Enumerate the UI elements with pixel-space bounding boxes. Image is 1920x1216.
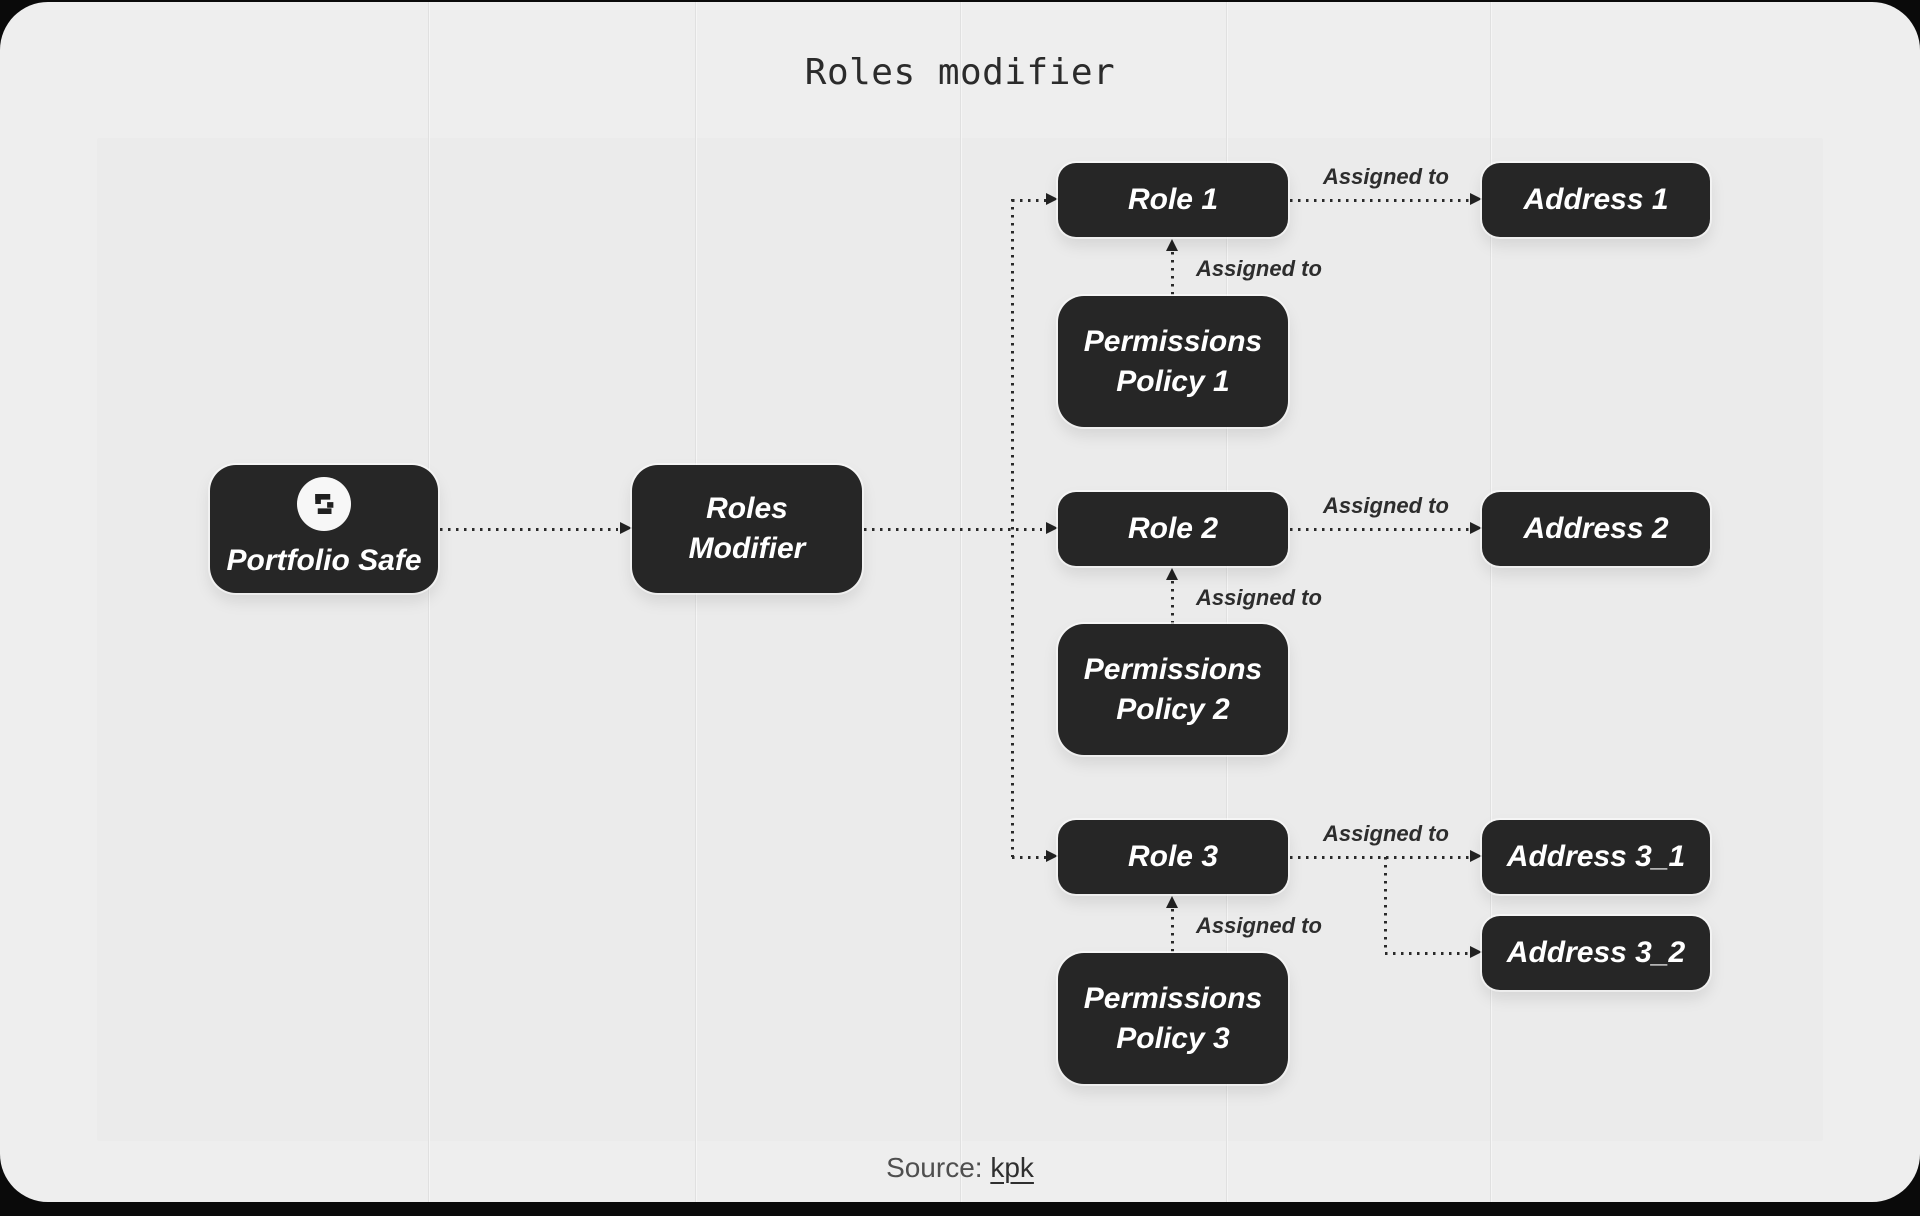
node-address-3-2: Address 3_2	[1482, 916, 1710, 990]
connector-trunk-vertical	[1011, 199, 1014, 857]
arrowhead-icon	[1046, 850, 1058, 862]
edge-label-assigned-to: Assigned to	[1323, 821, 1449, 846]
source-label: Source:	[886, 1152, 983, 1183]
connector-safe-to-modifier	[440, 528, 618, 531]
source-link-kpk[interactable]: kpk	[990, 1152, 1034, 1183]
connector-modifier-to-role2	[864, 528, 1042, 531]
arrowhead-icon	[1470, 522, 1482, 534]
node-label: Portfolio Safe	[226, 544, 422, 577]
connector-trunk-to-role3	[1012, 856, 1046, 859]
node-label-line1: Permissions	[1083, 981, 1263, 1015]
grid-line-vertical	[1226, 2, 1228, 1202]
node-label: Address 1	[1523, 183, 1669, 216]
node-permissions-policy-3: Permissions Policy 3	[1058, 953, 1288, 1084]
arrowhead-icon	[1046, 193, 1058, 205]
node-label-line2: Modifier	[688, 532, 806, 565]
connector-policy1-to-role1	[1171, 252, 1174, 296]
arrowhead-icon	[1470, 850, 1482, 862]
node-label-line1: Permissions	[1083, 324, 1263, 358]
arrowhead-icon	[620, 522, 632, 534]
connector-role3-to-address31	[1290, 856, 1470, 859]
grid-line-vertical	[1490, 2, 1492, 1202]
node-role-3: Role 3	[1058, 820, 1288, 894]
edge-label-assigned-to: Assigned to	[1196, 256, 1322, 281]
node-roles-modifier: Roles Modifier	[632, 465, 862, 593]
node-address-2: Address 2	[1482, 492, 1710, 566]
node-address-1: Address 1	[1482, 163, 1710, 237]
edge-label-assigned-to: Assigned to	[1196, 913, 1322, 938]
connector-policy2-to-role2	[1171, 581, 1174, 624]
node-permissions-policy-1: Permissions Policy 1	[1058, 296, 1288, 427]
arrowhead-icon	[1166, 568, 1178, 580]
node-label: Address 3_1	[1506, 840, 1686, 873]
node-label-line2: Policy 3	[1116, 1021, 1230, 1055]
node-label: Role 3	[1127, 840, 1219, 873]
node-label: Address 3_2	[1506, 936, 1686, 969]
node-label: Role 2	[1127, 512, 1219, 545]
node-label: Role 1	[1127, 183, 1219, 216]
connector-role1-to-address1	[1290, 199, 1470, 202]
arrowhead-icon	[1470, 946, 1482, 958]
node-permissions-policy-2: Permissions Policy 2	[1058, 624, 1288, 755]
arrowhead-icon	[1166, 239, 1178, 251]
diagram-title: Roles modifier	[804, 52, 1116, 93]
connector-trunk-to-role1	[1012, 199, 1046, 202]
node-label: Address 2	[1523, 512, 1669, 545]
grid-line-vertical	[695, 2, 697, 1202]
edge-label-assigned-to: Assigned to	[1196, 585, 1322, 610]
node-label-line2: Policy 2	[1116, 692, 1230, 726]
node-label-line2: Policy 1	[1116, 364, 1230, 398]
source-line: Source: kpk	[0, 1152, 1920, 1184]
edge-label-assigned-to: Assigned to	[1323, 493, 1449, 518]
node-role-2: Role 2	[1058, 492, 1288, 566]
arrowhead-icon	[1470, 193, 1482, 205]
edge-label-assigned-to: Assigned to	[1323, 164, 1449, 189]
connector-fork-to-address32	[1385, 952, 1470, 955]
grid-line-vertical	[960, 2, 962, 1202]
kpk-safe-icon	[297, 477, 351, 531]
connector-role2-to-address2	[1290, 528, 1470, 531]
node-label-line1: Roles	[706, 492, 788, 525]
node-label-line1: Permissions	[1083, 652, 1263, 686]
arrowhead-icon	[1046, 522, 1058, 534]
arrowhead-icon	[1166, 896, 1178, 908]
node-portfolio-safe: Portfolio Safe	[210, 465, 438, 593]
connector-fork-vertical	[1384, 857, 1387, 952]
node-address-3-1: Address 3_1	[1482, 820, 1710, 894]
node-role-1: Role 1	[1058, 163, 1288, 237]
grid-line-vertical	[428, 2, 430, 1202]
connector-policy3-to-role3	[1171, 909, 1174, 953]
